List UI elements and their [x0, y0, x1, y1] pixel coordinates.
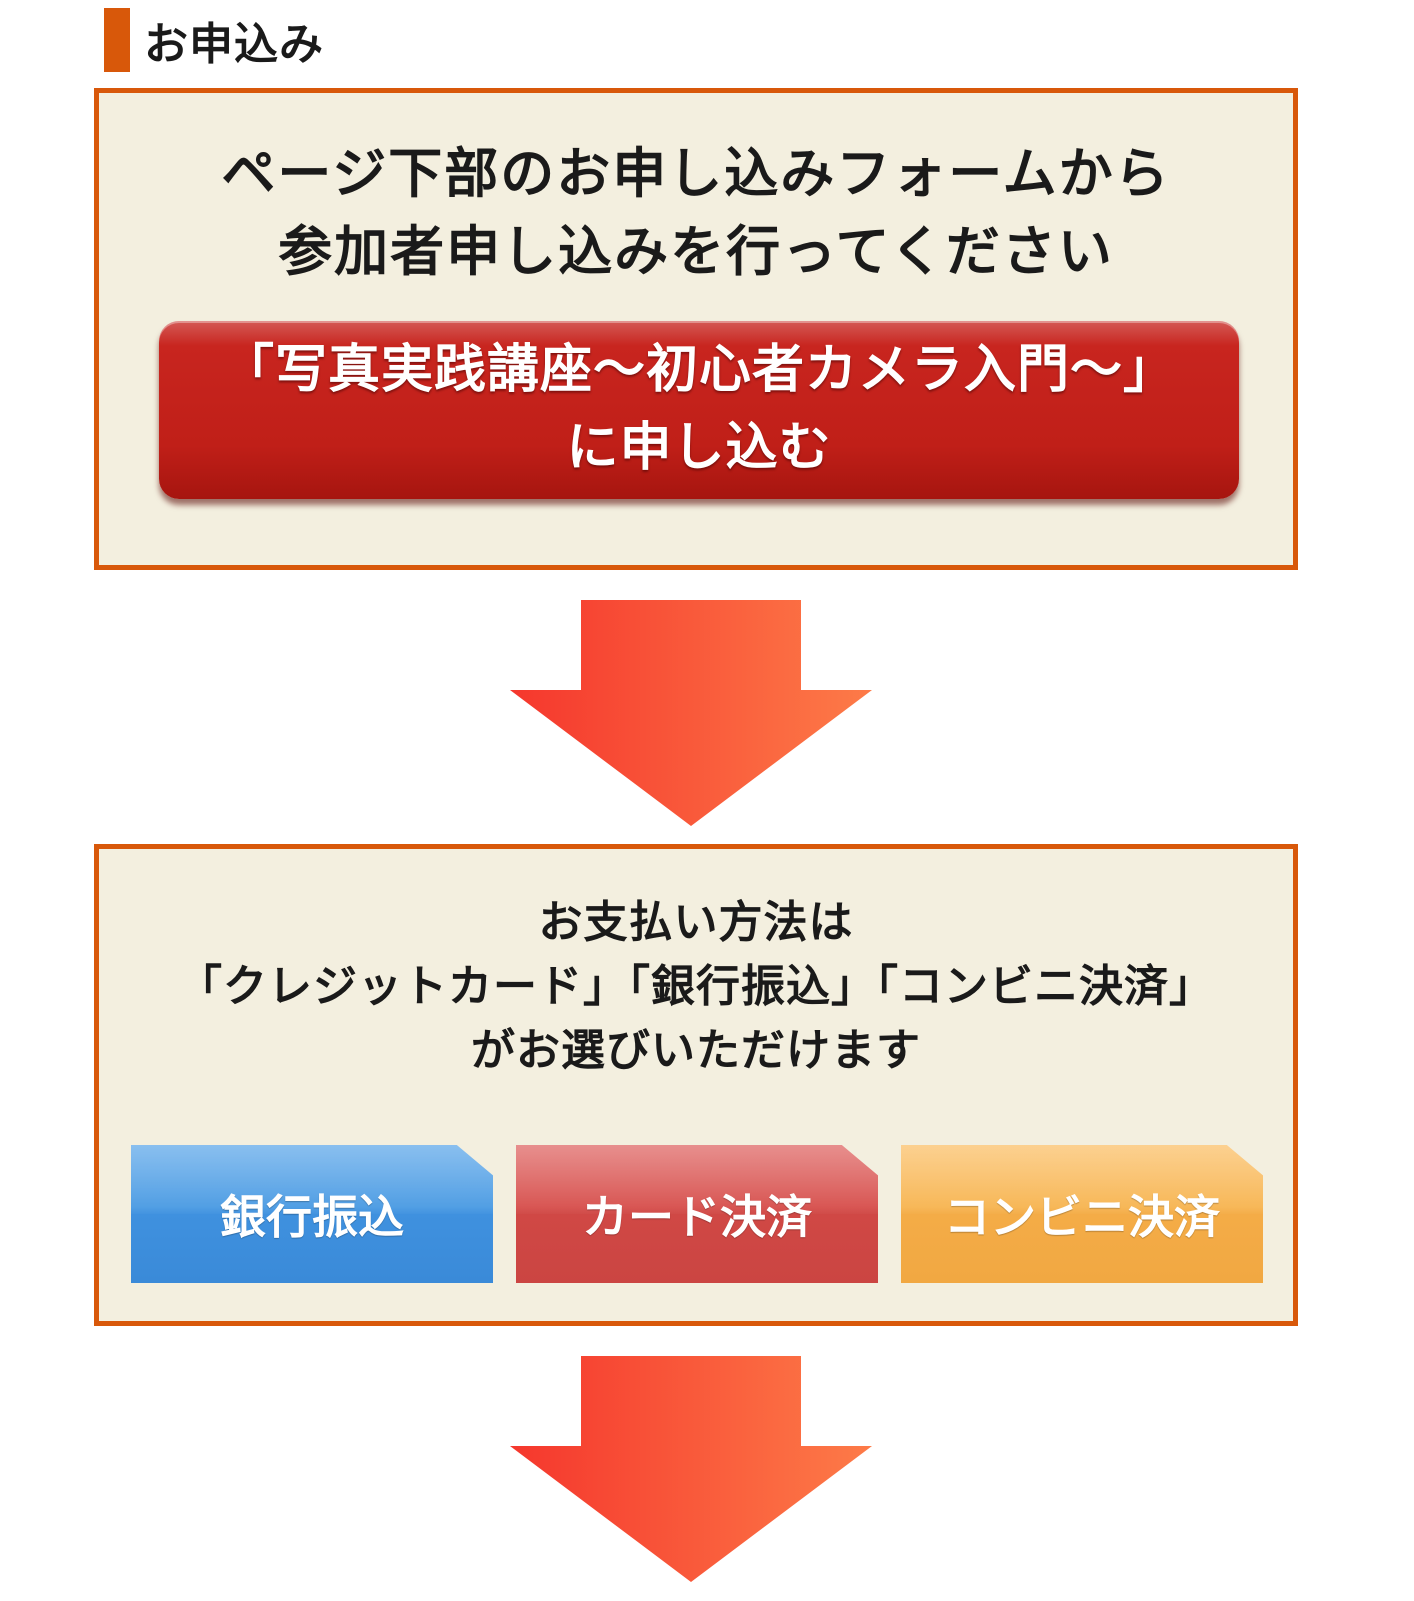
step-payment-line2: 「クレジットカード」「銀行振込」「コンビニ決済」 — [178, 961, 1214, 1012]
step-payment-panel: お支払い方法は 「クレジットカード」「銀行振込」「コンビニ決済」 がお選びいただ… — [94, 844, 1298, 1326]
convenience-store-payment-label: コンビニ決済 — [944, 1190, 1220, 1244]
down-arrow-icon — [510, 600, 872, 826]
card-payment-label: カード決済 — [582, 1190, 812, 1244]
step-payment-text: お支払い方法は 「クレジットカード」「銀行振込」「コンビニ決済」 がお選びいただ… — [99, 891, 1293, 1083]
payment-options: 銀行振込 カード決済 コンビニ決済 — [131, 1145, 1271, 1283]
step-application-line2: 参加者申し込みを行ってください — [278, 220, 1114, 283]
page-title: お申込み — [144, 19, 324, 70]
step-application-panel: ページ下部のお申し込みフォームから 参加者申し込みを行ってください 「写真実践講… — [94, 88, 1298, 570]
bank-transfer-button[interactable]: 銀行振込 — [131, 1145, 493, 1283]
apply-button-line1: 「写真実践講座～初心者カメラ入門～」 — [221, 340, 1176, 400]
step-payment-line1: お支払い方法は — [538, 897, 854, 948]
heading-accent-bar — [104, 8, 130, 72]
convenience-store-payment-button[interactable]: コンビニ決済 — [901, 1145, 1263, 1283]
apply-button-line2: に申し込む — [566, 418, 832, 478]
section-heading: お申込み — [104, 8, 324, 72]
step-payment-line3: がお選びいただけます — [471, 1025, 921, 1076]
step-application-line1: ページ下部のお申し込みフォームから — [221, 142, 1171, 205]
card-payment-button[interactable]: カード決済 — [516, 1145, 878, 1283]
down-arrow-icon — [510, 1356, 872, 1582]
bank-transfer-label: 銀行振込 — [220, 1190, 404, 1244]
apply-button[interactable]: 「写真実践講座～初心者カメラ入門～」 に申し込む — [159, 321, 1239, 499]
step-application-text: ページ下部のお申し込みフォームから 参加者申し込みを行ってください — [99, 135, 1293, 291]
